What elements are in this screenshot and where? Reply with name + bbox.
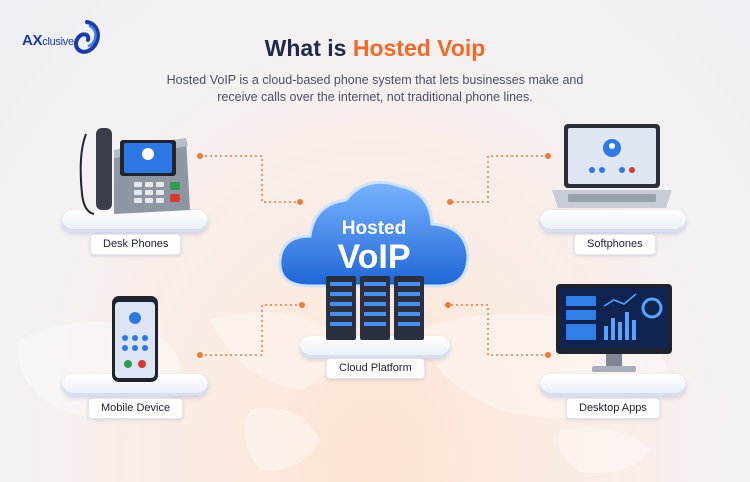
desk-phones-platform xyxy=(62,210,208,232)
desk-phones-label: Desk Phones xyxy=(90,234,182,255)
cloud-platform-base xyxy=(300,336,450,358)
laptop-icon xyxy=(552,124,672,208)
cloud-title-line1: Hosted xyxy=(342,218,406,239)
cloud-server-icon: Hosted VoIP xyxy=(278,180,470,340)
mobile-device-label: Mobile Device xyxy=(88,398,184,419)
logo-text: AXclusive xyxy=(22,32,74,49)
softphones-label: Softphones xyxy=(574,234,656,255)
desk-phone-icon xyxy=(79,128,190,215)
desktop-platform xyxy=(540,374,686,396)
logo-swirl-icon xyxy=(73,20,100,54)
desktop-monitor-icon xyxy=(556,284,672,372)
cloud-platform-label: Cloud Platform xyxy=(326,358,425,379)
cloud-title-line2: VoIP xyxy=(337,238,410,276)
page-subtitle: Hosted VoIP is a cloud-based phone syste… xyxy=(166,73,584,104)
mobile-platform xyxy=(62,374,208,396)
connector-mobile xyxy=(200,304,302,356)
connector-desk-phones xyxy=(200,155,300,203)
softphones-platform xyxy=(540,210,686,232)
desktop-apps-label: Desktop Apps xyxy=(566,398,660,419)
mobile-phone-icon xyxy=(112,296,158,382)
connector-desktop xyxy=(448,304,548,356)
brand-logo[interactable]: AXclusive xyxy=(22,20,100,54)
connector-softphones xyxy=(450,155,548,203)
page-title: What is Hosted Voip xyxy=(264,35,486,61)
